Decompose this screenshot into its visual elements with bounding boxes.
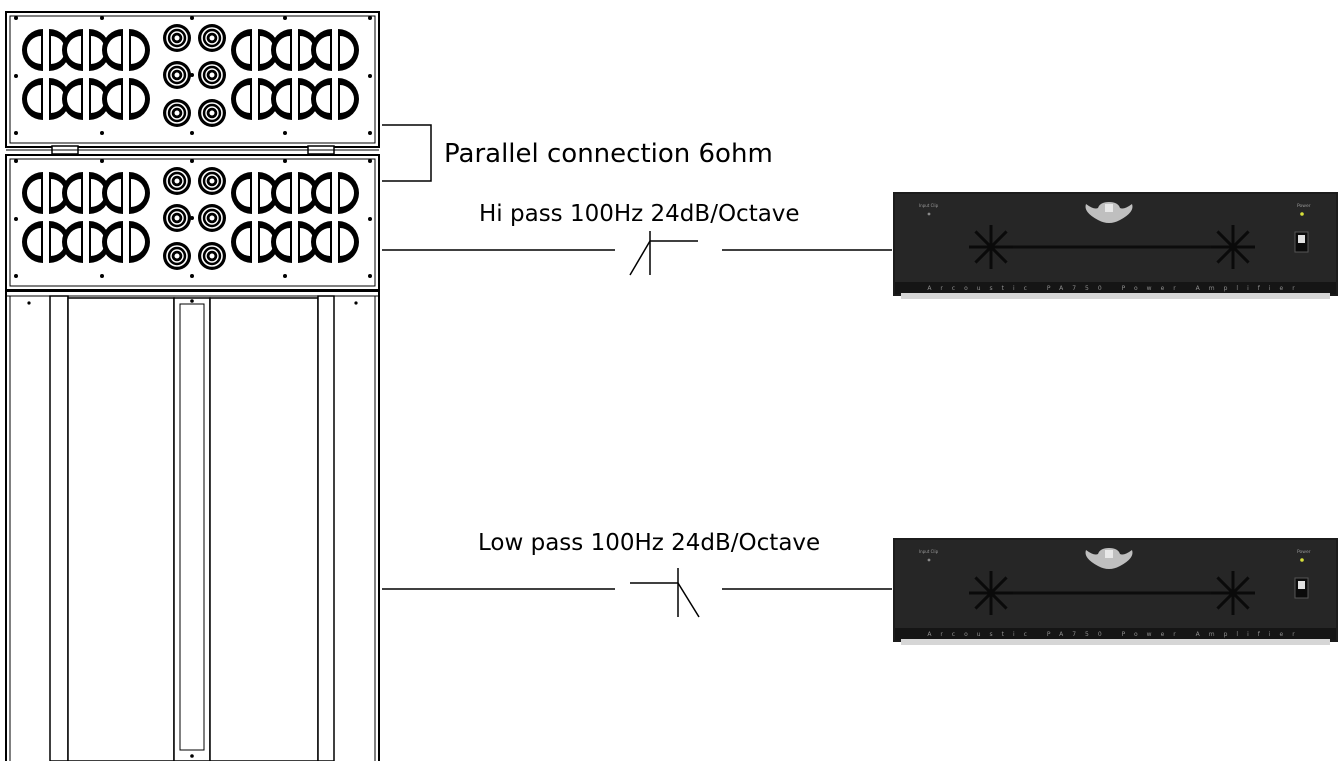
- midrange-driver-icon: [22, 221, 70, 263]
- speaker-panel-top: [5, 11, 380, 155]
- midrange-driver-icon: [102, 78, 150, 120]
- tweeter-icon: [198, 24, 226, 52]
- midrange-driver-icon: [102, 172, 150, 214]
- vent-star-icon: [1211, 571, 1255, 615]
- amp-brand-text: Arcoustic PA750 Power Amplifier: [927, 631, 1303, 638]
- tweeter-icon: [198, 99, 226, 127]
- vent-star-icon: [969, 225, 1013, 269]
- screw-icon: [368, 159, 372, 163]
- high-pass-filter-icon: [629, 231, 698, 276]
- midrange-driver-icon: [271, 221, 319, 263]
- vent-star-icon: [969, 571, 1013, 615]
- indicator-led-icon: [927, 212, 931, 216]
- screw-icon: [368, 131, 372, 135]
- tweeter-icon: [163, 204, 191, 232]
- tweeter-icon: [198, 61, 226, 89]
- screw-icon: [368, 217, 372, 221]
- tweeter-icon: [163, 167, 191, 195]
- screw-icon: [368, 74, 372, 78]
- amp-brand-text: Arcoustic PA750 Power Amplifier: [927, 285, 1303, 292]
- amp-input-label: Input Clip: [919, 549, 939, 554]
- midrange-driver-icon: [62, 78, 110, 120]
- midrange-driver-icon: [311, 172, 359, 214]
- screw-icon: [190, 274, 194, 278]
- midrange-driver-icon: [231, 172, 279, 214]
- midrange-driver-icon: [22, 29, 70, 71]
- hipass-label: Hi pass 100Hz 24dB/Octave: [479, 201, 800, 227]
- screw-icon: [190, 73, 194, 77]
- ornament-logo-icon: [1085, 548, 1133, 569]
- amp-power-label: Power: [1297, 203, 1311, 209]
- power-led-icon: [1300, 212, 1304, 216]
- tweeter-icon: [198, 242, 226, 270]
- screw-icon: [14, 16, 18, 20]
- indicator-led-icon: [927, 558, 931, 562]
- tweeter-icon: [198, 204, 226, 232]
- parallel-bracket: [382, 124, 432, 182]
- tweeter-icon: [163, 242, 191, 270]
- tweeter-icon: [198, 167, 226, 195]
- screw-icon: [190, 159, 194, 163]
- midrange-driver-icon: [231, 221, 279, 263]
- screw-icon: [100, 16, 104, 20]
- screw-icon: [283, 131, 287, 135]
- screw-icon: [14, 159, 18, 163]
- ornament-logo-icon: [1085, 202, 1133, 223]
- parallel-connection-label: Parallel connection 6ohm: [444, 139, 773, 169]
- lowpass-label: Low pass 100Hz 24dB/Octave: [478, 530, 820, 556]
- midrange-driver-icon: [231, 29, 279, 71]
- screw-icon: [14, 131, 18, 135]
- tweeter-icon: [163, 24, 191, 52]
- amp-input-label: Input Clip: [919, 203, 939, 208]
- screw-icon: [283, 274, 287, 278]
- low-pass-filter-icon: [630, 568, 700, 618]
- screw-icon: [100, 131, 104, 135]
- midrange-driver-icon: [22, 172, 70, 214]
- power-led-icon: [1300, 558, 1304, 562]
- midrange-driver-icon: [62, 29, 110, 71]
- screw-icon: [283, 159, 287, 163]
- screw-icon: [368, 16, 372, 20]
- amp-feet: [901, 639, 1330, 645]
- midrange-driver-icon: [22, 78, 70, 120]
- power-switch-rocker: [1298, 581, 1305, 589]
- bass-column: [5, 290, 380, 765]
- midrange-driver-icon: [311, 29, 359, 71]
- amp-feet: [901, 293, 1330, 299]
- screw-icon: [190, 216, 194, 220]
- midrange-driver-icon: [102, 221, 150, 263]
- tweeter-icon: [163, 61, 191, 89]
- screw-icon: [14, 274, 18, 278]
- screw-icon: [368, 274, 372, 278]
- midrange-driver-icon: [102, 29, 150, 71]
- midrange-driver-icon: [271, 78, 319, 120]
- midrange-driver-icon: [311, 78, 359, 120]
- screw-icon: [283, 16, 287, 20]
- midrange-driver-icon: [62, 172, 110, 214]
- midrange-driver-icon: [231, 78, 279, 120]
- midrange-driver-icon: [271, 172, 319, 214]
- screw-icon: [14, 217, 18, 221]
- vent-star-icon: [1211, 225, 1255, 269]
- screw-icon: [100, 274, 104, 278]
- midrange-driver-icon: [62, 221, 110, 263]
- tweeter-icon: [163, 99, 191, 127]
- speaker-panel-middle: [5, 154, 380, 291]
- midrange-driver-icon: [311, 221, 359, 263]
- screw-icon: [100, 159, 104, 163]
- power-switch-rocker: [1298, 235, 1305, 243]
- screw-icon: [190, 131, 194, 135]
- amp-power-label: Power: [1297, 549, 1311, 555]
- screw-icon: [14, 74, 18, 78]
- midrange-driver-icon: [271, 29, 319, 71]
- screw-icon: [190, 16, 194, 20]
